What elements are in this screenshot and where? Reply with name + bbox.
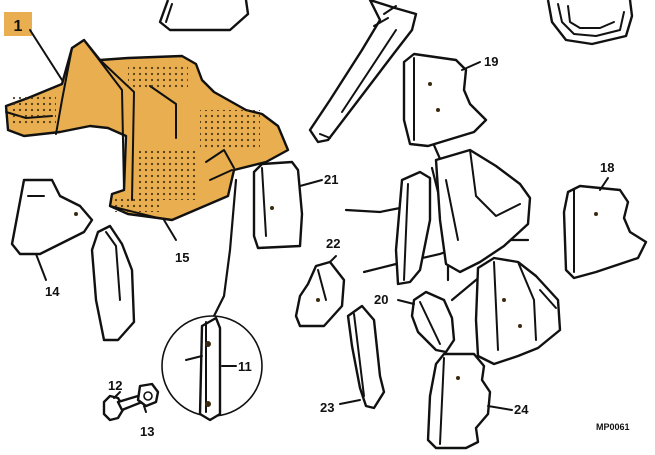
callout-11: 11 (238, 359, 252, 374)
callout-12: 12 (108, 378, 122, 393)
partial-part-top-left (158, 0, 250, 32)
part-23-post: 23 (320, 304, 386, 415)
floor-plate-highlighted (4, 38, 290, 222)
detail-magnifier: 11 (161, 315, 263, 422)
part-14-side-panel: 14 (10, 178, 94, 299)
callout-15: 15 (175, 250, 189, 265)
callout-23: 23 (320, 400, 334, 415)
diagonal-beam (308, 0, 418, 144)
partial-part-top-right (546, 0, 634, 46)
callout-22: 22 (326, 236, 340, 251)
bolt-and-nut: 12 13 (102, 378, 160, 439)
callout-19: 19 (484, 54, 498, 69)
part-24-panel: 24 (426, 352, 529, 450)
callout-24: 24 (514, 402, 529, 417)
central-console (394, 148, 562, 366)
callout-13: 13 (140, 424, 154, 439)
highlight-badge: 1 (4, 12, 63, 81)
figure-code: MP0061 (596, 422, 630, 432)
callout-20: 20 (374, 292, 388, 307)
highlight-badge-number: 1 (14, 18, 23, 35)
control-rod (212, 178, 238, 318)
callout-18: 18 (600, 160, 614, 175)
part-19-panel: 19 (402, 52, 498, 148)
part-21-panel: 21 (252, 160, 338, 250)
part-18-panel: 18 (562, 160, 648, 280)
part-20-bracket: 20 (374, 290, 456, 354)
part-15-front-panel: 15 (90, 219, 189, 342)
callout-21: 21 (324, 172, 338, 187)
callout-14: 14 (45, 284, 60, 299)
part-22-bracket: 22 (294, 236, 346, 328)
